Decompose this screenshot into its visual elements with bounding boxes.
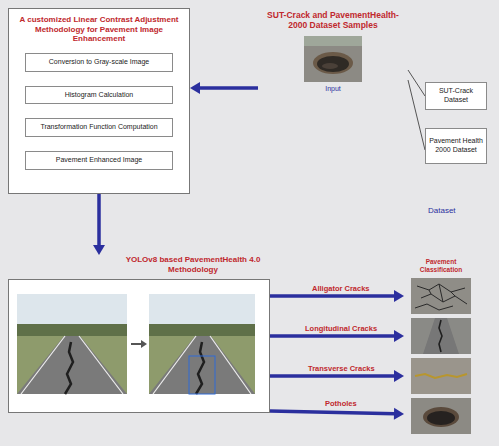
node-title: YOLOv8 based PavementHealth 4.0 Methodol…: [120, 255, 266, 277]
node-title: Conversion to Gray-scale Image: [29, 58, 169, 67]
node-title: Pavement Health 2000 Dataset: [429, 137, 483, 155]
node-title: Pavement Enhanced Image: [29, 156, 169, 165]
road-edge: [79, 336, 123, 394]
pothole-photo: [304, 36, 362, 82]
crack: [65, 342, 73, 394]
arrow: [131, 340, 147, 348]
flow-arrow: [93, 194, 105, 255]
road-photo: [149, 294, 255, 394]
arrow-head: [190, 82, 200, 94]
pothole-photo: [411, 398, 471, 434]
background: [304, 36, 362, 46]
grass: [149, 336, 255, 394]
arrow-line: [131, 343, 141, 345]
node-group: Pavement Classification: [404, 258, 478, 436]
flow-arrow: [190, 82, 258, 94]
road: [423, 318, 459, 354]
detection-box: [189, 356, 215, 394]
sky: [149, 294, 255, 394]
pothole: [317, 56, 349, 72]
arrow-label: Potholes: [324, 399, 358, 408]
connector-stroke: [199, 86, 258, 90]
sky: [17, 294, 127, 394]
trees: [149, 324, 255, 336]
node-title: Pavement Classification: [404, 258, 478, 274]
process-box: Transformation Function Computation: [25, 118, 173, 137]
road-edge: [210, 336, 251, 394]
node-title: SUT-Crack and PavementHealth-2000 Datase…: [258, 10, 408, 30]
node-group: SUT-Crack and PavementHealth-2000 Datase…: [258, 10, 408, 92]
longitudinal-crack: [439, 320, 442, 352]
road-edge: [153, 336, 196, 394]
asphalt: [304, 36, 362, 82]
node-label: Input: [258, 85, 408, 92]
node-title: A customized Linear Contrast Adjustment …: [19, 15, 179, 44]
road: [149, 336, 255, 394]
pothole: [427, 411, 455, 425]
arrow-head: [141, 340, 147, 348]
arrow-label: Longitudinal Cracks: [304, 324, 378, 333]
method-panel: [8, 279, 270, 413]
road-photos: [9, 280, 261, 412]
connector-stroke: [97, 194, 101, 246]
process-box: Conversion to Gray-scale Image: [25, 53, 173, 72]
arrow-label: Transverse Cracks: [307, 364, 376, 373]
flow-arrow: [270, 408, 404, 420]
node-title: Transformation Function Computation: [29, 123, 169, 132]
arrow-head: [394, 370, 404, 382]
trees: [17, 324, 127, 336]
connector-stroke: [270, 411, 395, 414]
pothole-rim: [423, 407, 459, 427]
arrow-head: [394, 290, 404, 302]
longitudinal-photo: [411, 318, 471, 354]
process-box: A customized Linear Contrast Adjustment …: [8, 8, 190, 194]
connector-stroke: [408, 80, 425, 150]
connector-stroke: [270, 374, 395, 378]
node-title: Histogram Calculation: [29, 91, 169, 100]
process-box: SUT-Crack Dataset: [425, 82, 487, 110]
connector-stroke: [270, 334, 395, 338]
road: [17, 336, 127, 394]
arrow-head: [394, 330, 404, 342]
node-group: YOLOv8 based PavementHealth 4.0 Methodol…: [8, 255, 270, 413]
node-title: SUT-Crack Dataset: [429, 87, 483, 105]
process-box: Histogram Calculation: [25, 86, 173, 105]
alligator-crack: [415, 284, 467, 310]
road-edge: [21, 336, 65, 394]
group-label: Dataset: [428, 206, 456, 215]
pothole-rim: [313, 52, 353, 74]
class-photos: [409, 276, 473, 436]
process-box: Pavement Health 2000 Dataset: [425, 128, 487, 164]
alligator-photo: [411, 278, 471, 314]
connector-stroke: [270, 294, 395, 298]
arrow-head: [93, 245, 105, 255]
grass: [17, 336, 127, 394]
process-box: Pavement Enhanced Image: [25, 151, 173, 170]
crack: [196, 342, 204, 394]
arrow-head: [394, 408, 404, 420]
water: [322, 63, 338, 69]
transverse-photo: [411, 358, 471, 394]
road-photo: [17, 294, 127, 394]
connector-line: [408, 80, 425, 150]
arrow-label: Alligator Cracks: [311, 284, 371, 293]
transverse-crack: [415, 374, 467, 378]
